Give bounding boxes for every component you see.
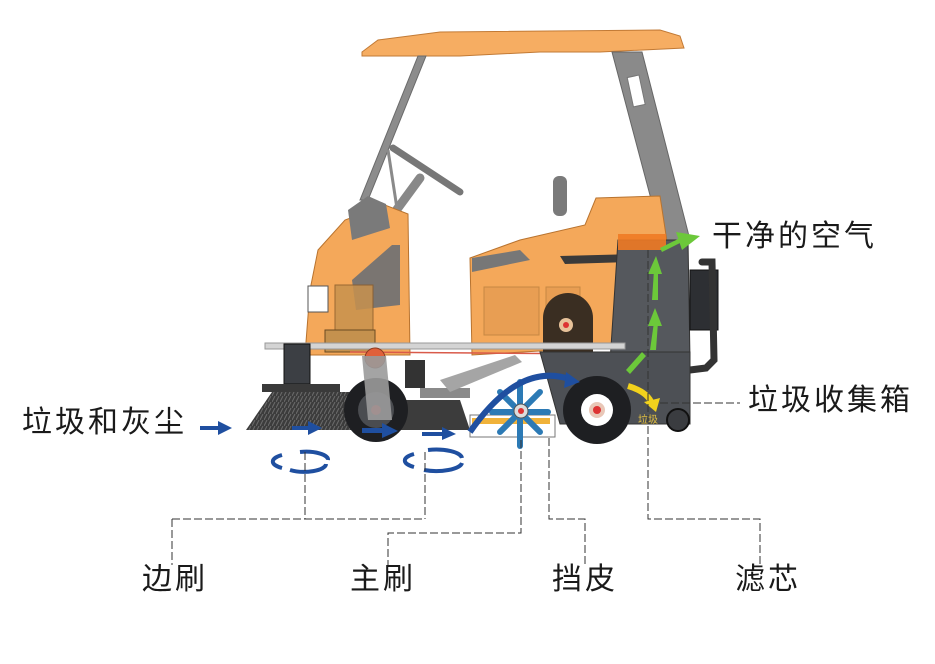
label-clean-air: 干净的空气 [712, 219, 877, 254]
leader-lines [171, 250, 761, 565]
rotation-marker-side-brush [270, 449, 330, 474]
bin-marking: 垃圾 [638, 415, 658, 426]
label-side-brush: 边刷 [142, 562, 208, 597]
label-debris-and-dust: 垃圾和灰尘 [22, 405, 187, 440]
debris-flow-arrows [200, 421, 456, 440]
filter-housing [609, 234, 719, 374]
filter-element [618, 234, 666, 250]
main-brush [467, 372, 580, 449]
rotation-marker-main-brush [402, 447, 464, 474]
clean-air-arrows [626, 232, 700, 374]
caster-wheel [666, 408, 690, 432]
side-brush [246, 392, 470, 430]
label-collection-box: 垃圾收集箱 [748, 383, 913, 418]
front-cowl [304, 196, 411, 356]
canopy [361, 29, 685, 57]
front-wheel [344, 356, 408, 442]
steering-wheel [386, 144, 464, 217]
label-main-brush: 主刷 [350, 562, 416, 597]
label-flap: 挡皮 [552, 562, 618, 597]
label-filter: 滤芯 [735, 562, 801, 597]
rear-wheel [563, 376, 631, 444]
